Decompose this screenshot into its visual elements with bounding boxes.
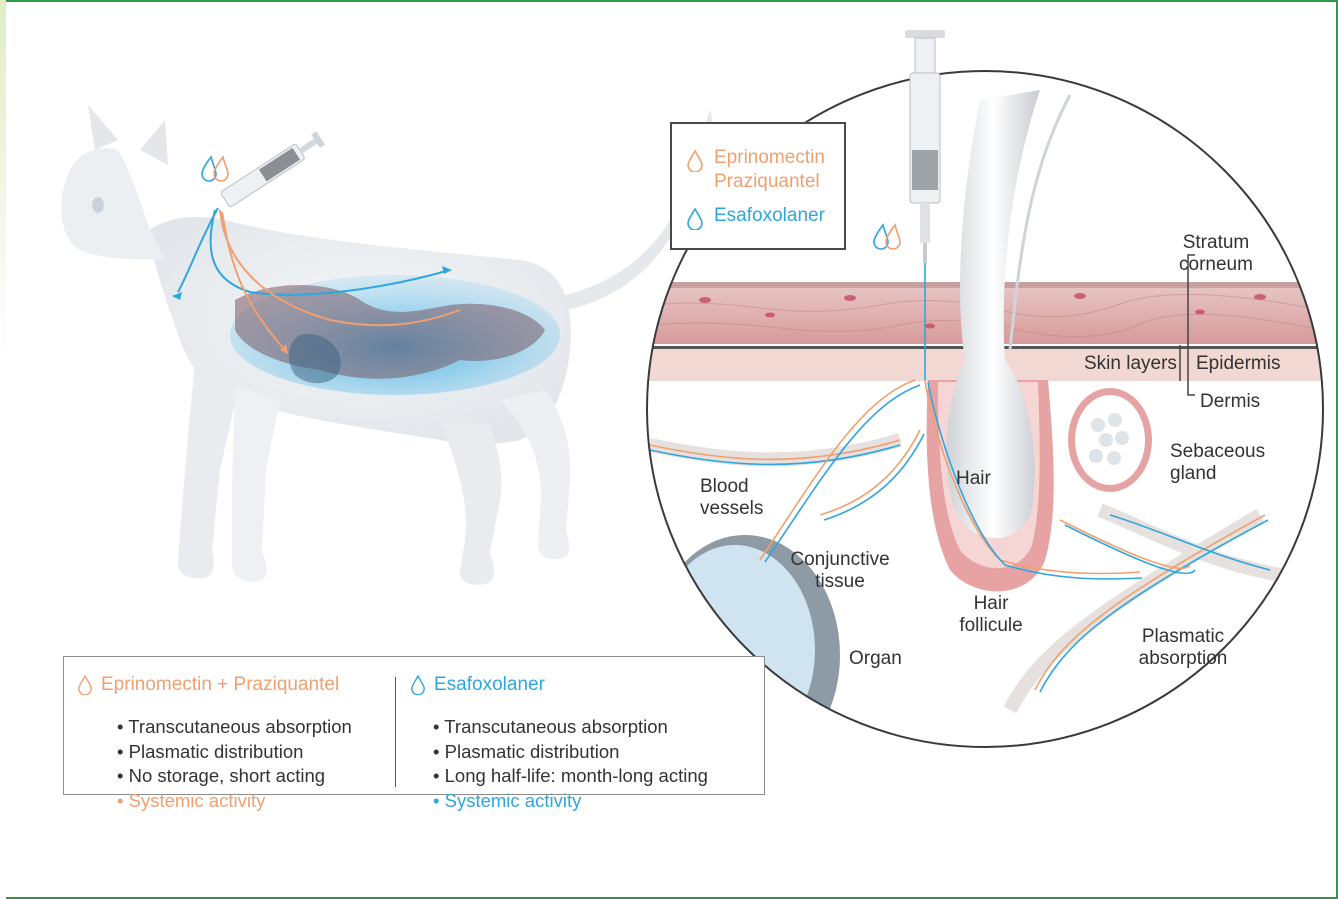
info-col2-item: Transcutaneous absorption xyxy=(433,715,708,740)
blood-vessels-label: Blood vessels xyxy=(700,476,763,520)
blue-drop-icon xyxy=(686,208,704,230)
info-col2-item: Long half-life: month-long acting xyxy=(433,764,708,789)
info-col2-title: Esafoxolaner xyxy=(434,673,545,697)
gland-text: gland xyxy=(1170,463,1265,485)
info-col2-item: Plasmatic distribution xyxy=(433,740,708,765)
info-col1-highlight: Systemic activity xyxy=(117,789,352,814)
info-divider xyxy=(395,677,396,787)
cat-illustration xyxy=(61,105,712,585)
legend-row-esafoxolaner: Esafoxolaner xyxy=(686,204,825,230)
info-box: Eprinomectin + Praziquantel Transcutaneo… xyxy=(63,656,765,795)
plasmatic-text: Plasmatic xyxy=(1128,626,1238,648)
sebaceous-text: Sebaceous xyxy=(1170,441,1265,463)
compound-legend: Eprinomectin Praziquantel Esafoxolaner xyxy=(670,122,846,250)
orange-drop-icon xyxy=(686,150,704,172)
legend-eprinomectin: Eprinomectin xyxy=(714,146,825,170)
stratum-corneum-label: Stratum corneum xyxy=(1168,232,1264,276)
absorption-text: absorption xyxy=(1128,648,1238,670)
info-col2-list: Transcutaneous absorption Plasmatic dist… xyxy=(433,715,708,813)
skin-layers-label: Skin layers xyxy=(1084,353,1177,375)
blood-text: Blood xyxy=(700,476,763,498)
stratum-text: Stratum xyxy=(1168,232,1264,254)
orange-drop-icon xyxy=(77,675,93,695)
follicule-text: follicule xyxy=(944,615,1038,637)
tissue-text: tissue xyxy=(784,571,896,593)
hair-follicle-label: Hair follicule xyxy=(944,593,1038,637)
info-column-esafoxolaner: Esafoxolaner Transcutaneous absorption P… xyxy=(410,673,708,813)
dermis-label: Dermis xyxy=(1200,391,1260,413)
sebaceous-gland-label: Sebaceous gland xyxy=(1170,441,1265,485)
info-col1-item: No storage, short acting xyxy=(117,764,352,789)
organ-label: Organ xyxy=(849,648,902,670)
vessels-text: vessels xyxy=(700,498,763,520)
info-heading-eprinomectin: Eprinomectin + Praziquantel xyxy=(77,673,352,697)
conjunctive-tissue-label: Conjunctive tissue xyxy=(784,549,896,593)
info-col1-title: Eprinomectin + Praziquantel xyxy=(101,673,339,697)
epidermis-label: Epidermis xyxy=(1196,353,1280,375)
plasmatic-absorption-label: Plasmatic absorption xyxy=(1128,626,1238,670)
hair-label: Hair xyxy=(956,468,991,490)
info-col2-highlight: Systemic activity xyxy=(433,789,708,814)
blue-drop-icon xyxy=(410,675,426,695)
info-col1-list: Transcutaneous absorption Plasmatic dist… xyxy=(117,715,352,813)
legend-praziquantel: Praziquantel xyxy=(714,170,825,194)
legend-row-eprinomectin: Eprinomectin Praziquantel xyxy=(686,146,825,194)
info-heading-esafoxolaner: Esafoxolaner xyxy=(410,673,708,697)
info-col1-item: Transcutaneous absorption xyxy=(117,715,352,740)
corneum-text: corneum xyxy=(1168,254,1264,276)
info-col1-item: Plasmatic distribution xyxy=(117,740,352,765)
legend-esafoxolaner: Esafoxolaner xyxy=(714,204,825,228)
follicle-hair-text: Hair xyxy=(944,593,1038,615)
conjunctive-text: Conjunctive xyxy=(784,549,896,571)
info-column-eprinomectin: Eprinomectin + Praziquantel Transcutaneo… xyxy=(77,673,352,813)
